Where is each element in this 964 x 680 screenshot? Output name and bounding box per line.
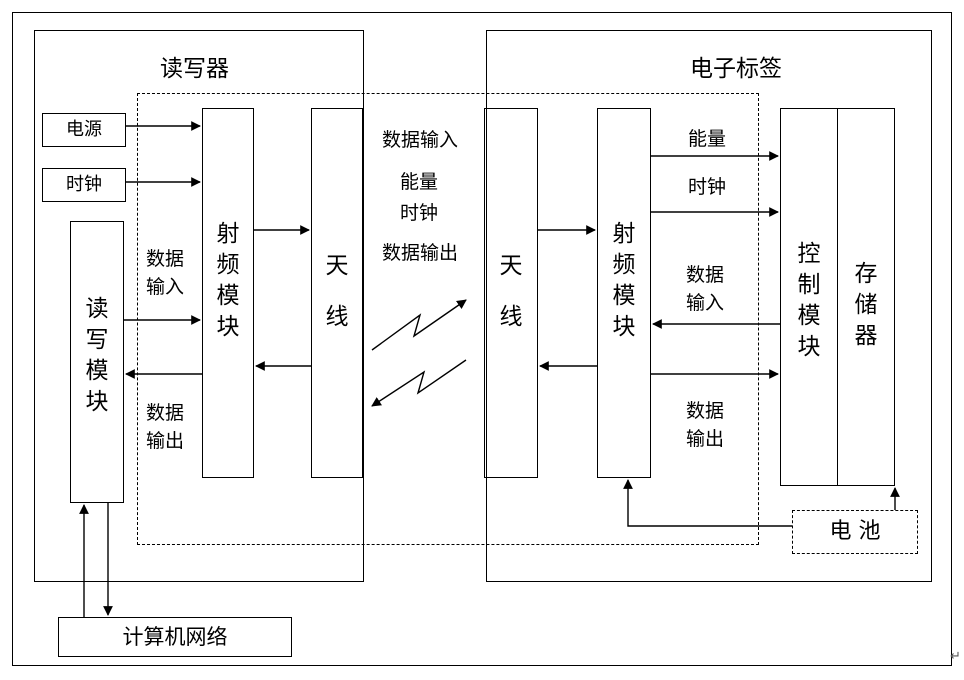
battery-box: 电 池 <box>792 510 918 554</box>
storage-module-label: 存储器 <box>854 261 878 350</box>
air-energy-label: 能量 <box>400 171 439 193</box>
air-clock-label: 时钟 <box>400 202 439 224</box>
control-module-label: 控制模块 <box>797 241 821 361</box>
rf-link-region <box>137 93 759 545</box>
tag-rf-module: 射频模块 <box>597 108 651 478</box>
tag-energy-label: 能量 <box>688 128 727 150</box>
tag-clock-label: 时钟 <box>688 176 727 198</box>
tag-rf-module-label: 射频模块 <box>612 221 636 341</box>
tag-data-out-label: 数据 输出 <box>686 400 725 450</box>
air-data-in-label: 数据输入 <box>382 129 459 151</box>
read-write-module: 读写模块 <box>70 221 124 503</box>
clock-box: 时钟 <box>42 168 126 202</box>
wireless-forward-arrow <box>371 299 467 351</box>
air-data-out-label: 数据输出 <box>382 242 459 264</box>
read-write-module-label: 读写模块 <box>85 296 109 416</box>
power-box: 电源 <box>42 113 126 147</box>
reader-rf-module: 射频模块 <box>202 108 254 478</box>
paragraph-mark: ↵ <box>950 649 961 664</box>
tag-section <box>486 30 932 582</box>
reader-title: 读写器 <box>160 56 229 82</box>
reader-rf-module-label: 射频模块 <box>216 221 240 341</box>
battery-to-rf-arrow <box>623 479 792 527</box>
tag-antenna: 天线 <box>484 108 538 478</box>
tag-title: 电子标签 <box>690 56 782 82</box>
tag-data-in-label: 数据 输入 <box>686 264 725 314</box>
storage-module: 存储器 <box>837 108 895 486</box>
reader-antenna: 天线 <box>311 108 363 478</box>
reader-section <box>34 30 364 582</box>
reader-data-out-label: 数据 输出 <box>146 402 185 452</box>
reader-antenna-label: 天线 <box>325 253 349 330</box>
tag-antenna-label: 天线 <box>499 253 523 330</box>
outer-frame <box>12 12 952 666</box>
reader-data-in-label: 数据 输入 <box>146 248 185 298</box>
wireless-return-arrow <box>371 359 467 407</box>
computer-network-box: 计算机网络 <box>58 617 292 657</box>
